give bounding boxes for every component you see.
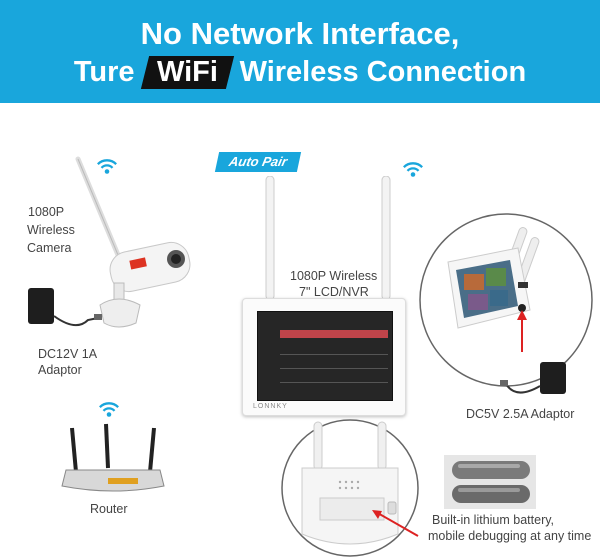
wifi-icon — [97, 159, 117, 174]
header-banner — [0, 0, 600, 103]
nvr-monitor-icon: LONNKY — [242, 298, 406, 416]
camera-icon — [75, 156, 191, 328]
camera-label-1: 1080P — [28, 205, 65, 219]
power-adaptor-icon — [500, 362, 566, 394]
nvr-side-detail — [419, 213, 593, 387]
router-label: Router — [90, 502, 128, 516]
camera-adaptor-label-1: DC12V 1A — [38, 347, 98, 361]
headline-line-2: Ture WiFi Wireless Connection — [0, 56, 600, 89]
nvr-back-detail — [281, 419, 419, 557]
wifi-icon — [403, 162, 423, 177]
camera-adaptor-label-2: Adaptor — [38, 363, 82, 377]
wifi-badge: WiFi — [140, 56, 234, 89]
nvr-antennas — [265, 176, 391, 300]
router-icon — [61, 423, 165, 492]
wifi-icon — [99, 402, 119, 417]
battery-icon — [444, 455, 536, 509]
camera-label-3: Camera — [27, 241, 72, 255]
nvr-brand-logo: LONNKY — [253, 403, 288, 410]
headline-suffix: Wireless Connection — [239, 56, 527, 88]
headline-line-1: No Network Interface, — [140, 16, 460, 51]
wifi-badge-text: WiFi — [156, 56, 218, 88]
menu-row — [280, 374, 388, 383]
nvr-adaptor-label: DC5V 2.5A Adaptor — [466, 407, 575, 421]
camera-label-2: Wireless — [27, 223, 75, 237]
battery-label-1: Built-in lithium battery, — [432, 513, 555, 527]
menu-row — [280, 346, 388, 355]
menu-row — [280, 330, 388, 338]
nvr-label-1: 1080P Wireless — [290, 269, 378, 283]
battery-label-2: mobile debugging at any time — [428, 529, 592, 543]
menu-row — [280, 360, 388, 369]
nvr-screen — [257, 311, 393, 401]
auto-pair-badge: Auto Pair — [214, 152, 302, 172]
headline-prefix: Ture — [73, 56, 135, 88]
nvr-label-2: 7" LCD/NVR — [299, 285, 369, 299]
power-adaptor-icon — [28, 288, 102, 327]
